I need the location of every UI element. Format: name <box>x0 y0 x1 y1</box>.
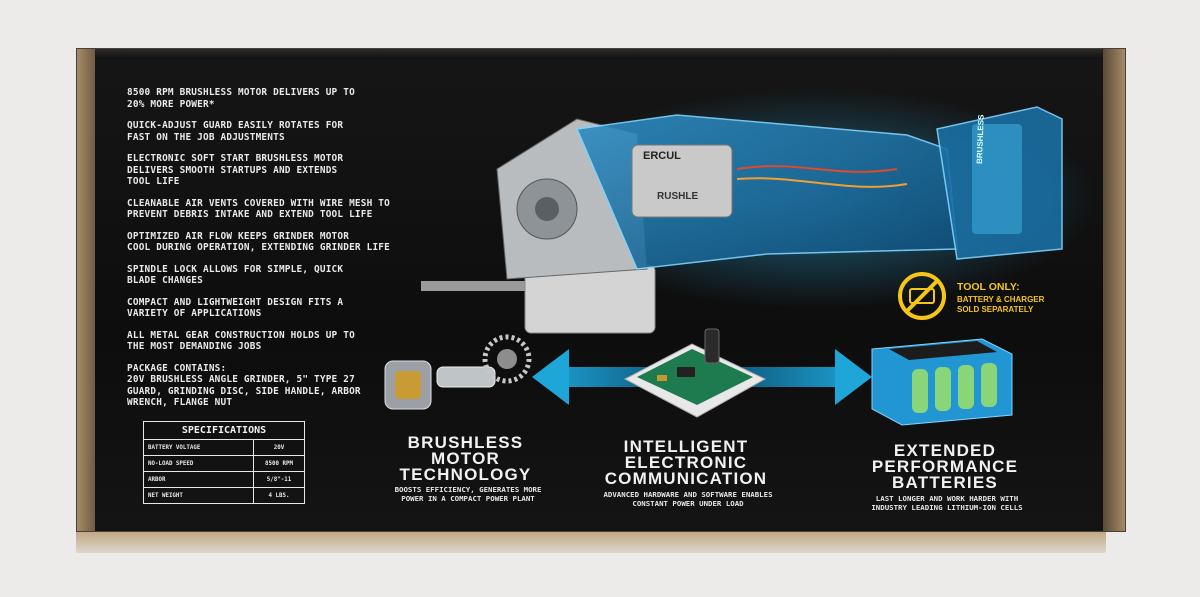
box-left-edge <box>77 49 95 531</box>
box-top-flap <box>95 49 1103 59</box>
spec-label: BATTERY VOLTAGE <box>144 440 254 456</box>
feature-list: 8500 RPM BRUSHLESS MOTOR DELIVERS UP TO … <box>127 87 457 419</box>
motor-parts-illustration <box>384 334 532 410</box>
brushless-motor <box>631 144 733 218</box>
arrow-right-icon <box>835 349 872 405</box>
spec-label: ARBOR <box>144 471 254 488</box>
spec-row: BATTERY VOLTAGE 20V <box>144 440 304 456</box>
box-right-edge <box>1103 49 1125 531</box>
feature-item: OPTIMIZED AIR FLOW KEEPS GRINDER MOTOR C… <box>127 230 390 254</box>
product-box: 8500 RPM BRUSHLESS MOTOR DELIVERS UP TO … <box>76 48 1126 532</box>
feature-item: ELECTRONIC SOFT START BRUSHLESS MOTOR DE… <box>127 153 344 187</box>
feature-item: CLEANABLE AIR VENTS COVERED WITH WIRE ME… <box>127 197 390 221</box>
spec-value: 20V <box>253 440 304 456</box>
spec-value: 8500 RPM <box>253 455 304 472</box>
intelligent-heading: INTELLIGENT ELECTRONIC COMMUNICATION <box>604 437 768 488</box>
feature-item: ALL METAL GEAR CONSTRUCTION HOLDS UP TO … <box>127 329 355 353</box>
no-battery-icon <box>898 272 946 320</box>
brushless-heading: BRUSHLESS MOTOR TECHNOLOGY <box>399 433 532 484</box>
battery-illustration <box>871 338 1013 426</box>
motor-tag-text: RUSHLE <box>657 191 698 202</box>
spec-label: NO-LOAD SPEED <box>144 455 254 472</box>
brushless-description: BOOSTS EFFICIENCY, GENERATES MORE POWER … <box>394 485 542 503</box>
specifications-title: SPECIFICATIONS <box>144 422 304 440</box>
handle-brand-text: BRUSHLESS <box>975 114 986 164</box>
product-illustration: ERCUL RUSHLE BRUSHLESS <box>384 89 1097 426</box>
angle-grinder-cutaway: ERCUL RUSHLE BRUSHLESS <box>421 89 1097 334</box>
circuit-board-illustration <box>623 328 767 418</box>
spec-row: NET WEIGHT 4 LBS. <box>144 487 304 503</box>
spec-label: NET WEIGHT <box>148 492 183 499</box>
grinding-disc <box>421 281 571 291</box>
tool-only-notice: TOOL ONLY: BATTERY & CHARGER SOLD SEPARA… <box>897 271 1117 327</box>
spec-value: 5/8"-11 <box>253 471 304 488</box>
specifications-table: SPECIFICATIONS BATTERY VOLTAGE 20V NO-LO… <box>143 421 305 504</box>
spec-row: ARBOR 5/8"-11 <box>144 471 304 488</box>
spec-row: NO-LOAD SPEED 8500 RPM <box>144 455 304 472</box>
feature-item: COMPACT AND LIGHTWEIGHT DESIGN FITS A VA… <box>127 296 344 320</box>
intelligent-description: ADVANCED HARDWARE AND SOFTWARE ENABLES C… <box>603 490 773 508</box>
motor-brand-text: ERCUL <box>643 150 681 162</box>
feature-item: PACKAGE CONTAINS: 20V BRUSHLESS ANGLE GR… <box>127 362 361 409</box>
arrow-left-icon <box>532 349 569 405</box>
battery-heading: EXTENDED PERFORMANCE BATTERIES <box>871 441 1019 492</box>
battery-description: LAST LONGER AND WORK HARDER WITH INDUSTR… <box>871 494 1023 512</box>
spec-value: 4 LBS. <box>253 487 304 503</box>
feature-item: SPINDLE LOCK ALLOWS FOR SIMPLE, QUICK BL… <box>127 263 344 287</box>
tool-only-line1: BATTERY & CHARGER <box>957 295 1045 304</box>
feature-item: 8500 RPM BRUSHLESS MOTOR DELIVERS UP TO … <box>127 87 355 110</box>
feature-item: QUICK-ADJUST GUARD EASILY ROTATES FOR FA… <box>127 120 344 143</box>
tool-only-title: TOOL ONLY: <box>957 281 1020 293</box>
tool-only-line2: SOLD SEPARATELY <box>957 305 1034 314</box>
